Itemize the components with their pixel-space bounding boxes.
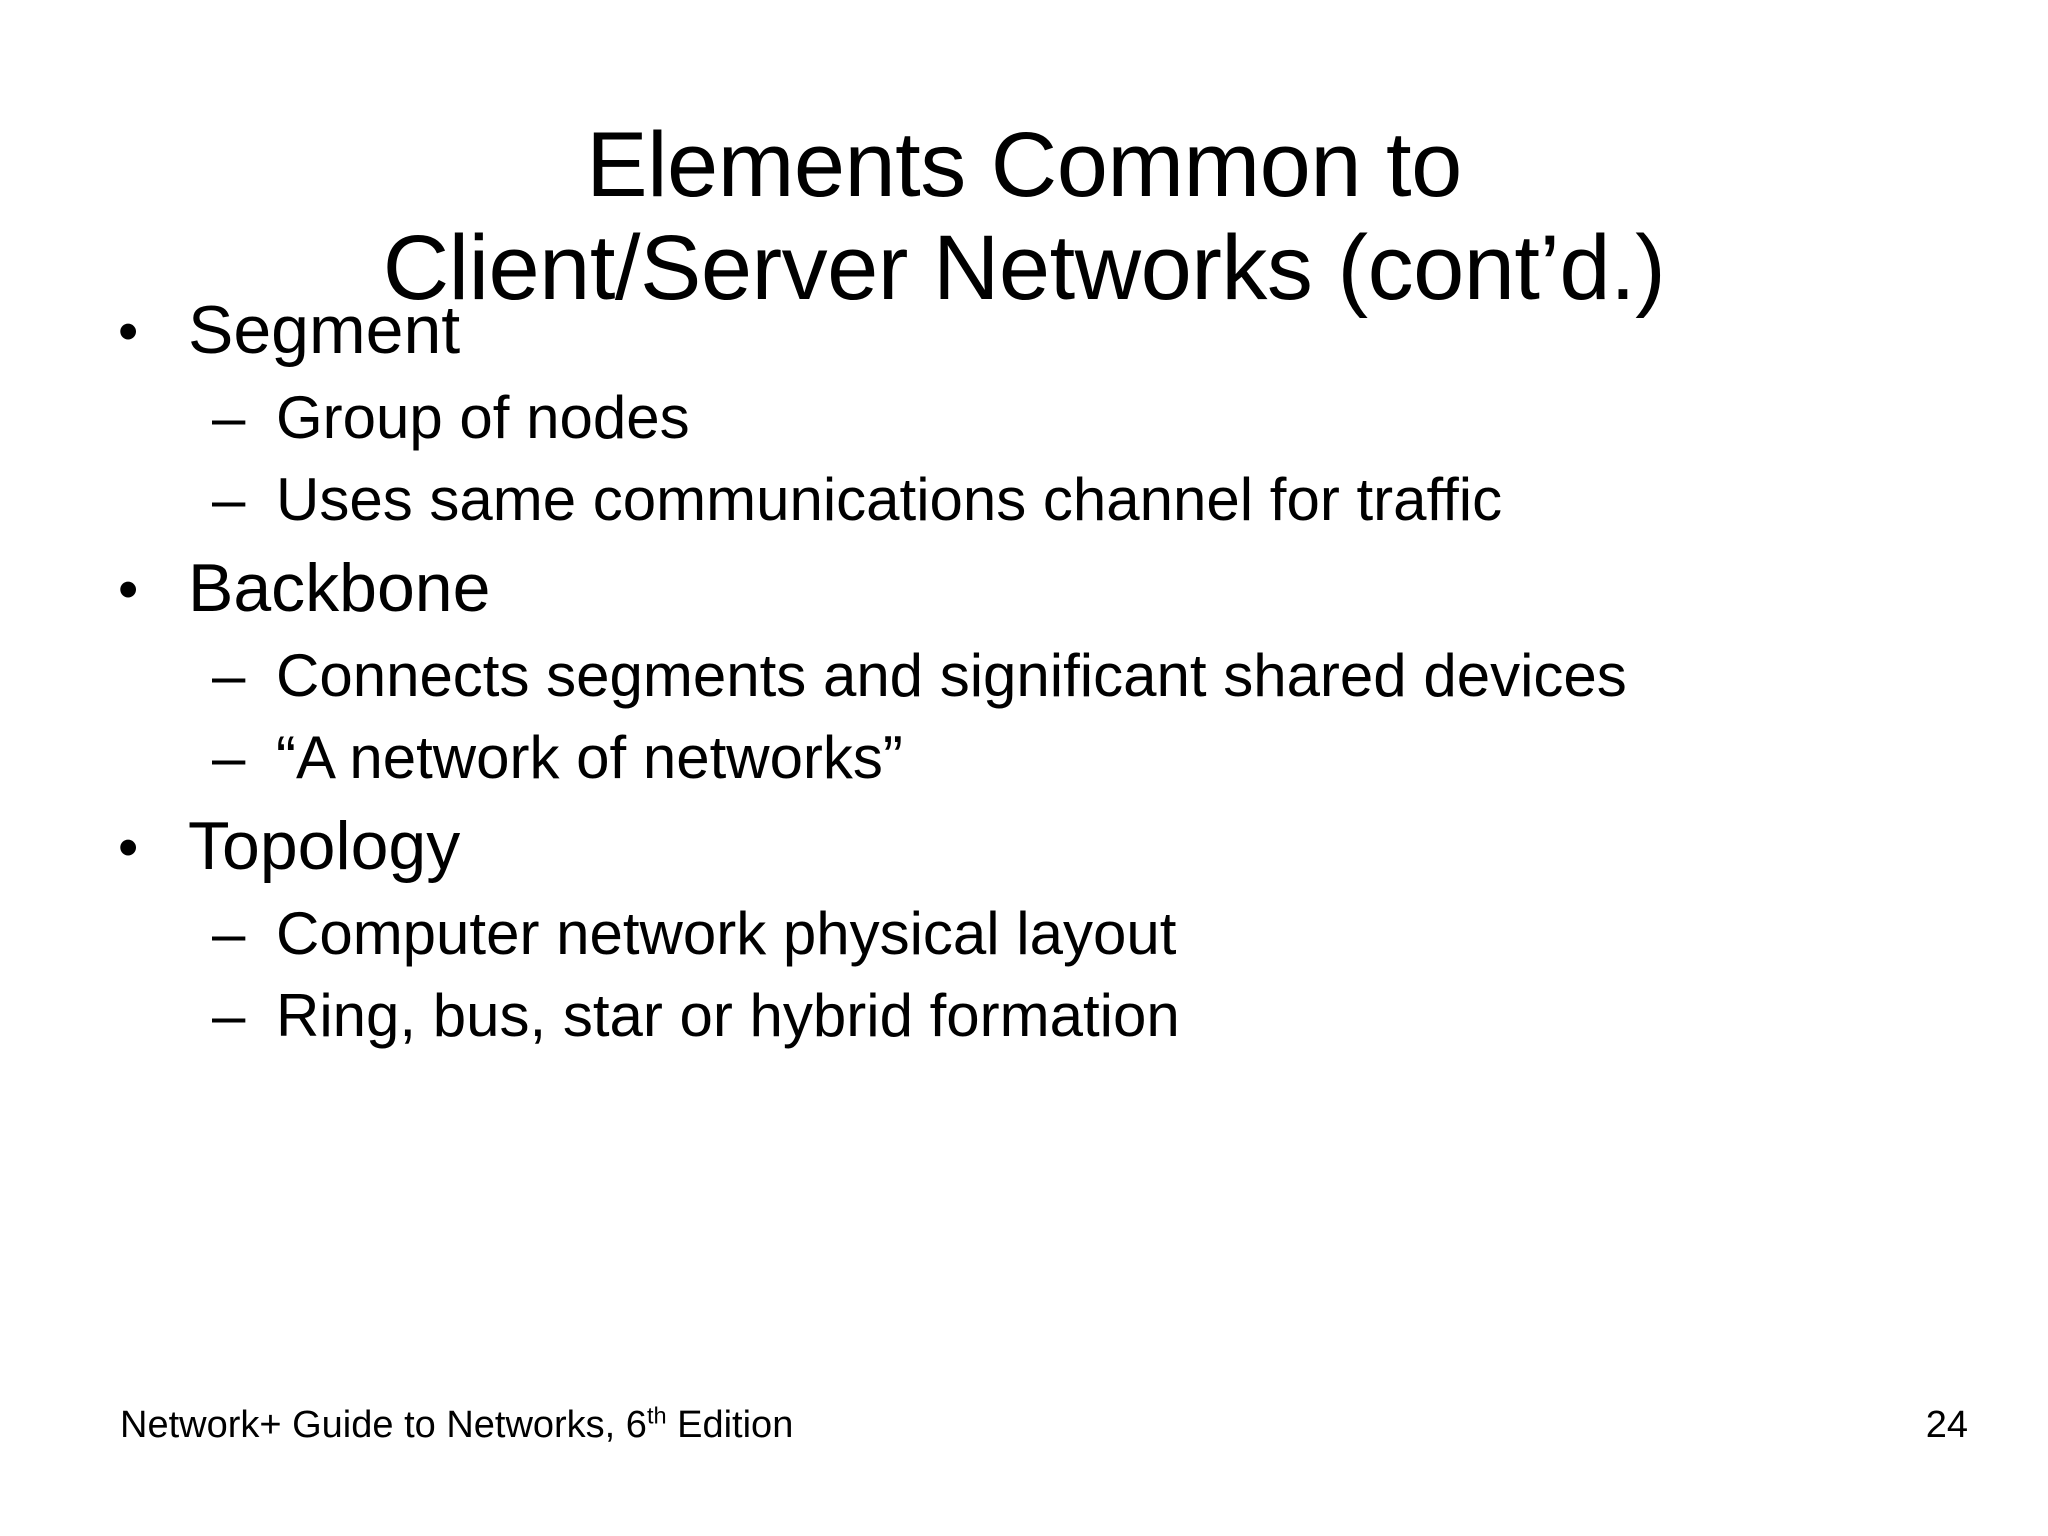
- bullet-item-ring-bus-star-hybrid: – Ring, bus, star or hybrid formation: [118, 974, 1948, 1056]
- bullet-text-uses-same-communications-channel: Uses same communications channel for tra…: [276, 466, 1503, 533]
- bullet-text-network-of-networks: “A network of networks”: [276, 724, 903, 791]
- bullet-dash-icon: –: [212, 466, 246, 533]
- bullet-item-connects-segments: – Connects segments and significant shar…: [118, 634, 1948, 716]
- footer-source-prefix: Network+ Guide to Networks, 6: [120, 1404, 647, 1446]
- bullet-dot-icon: •: [118, 557, 139, 622]
- footer-source-suffix: Edition: [666, 1404, 794, 1446]
- bullet-dash-icon: –: [212, 642, 246, 709]
- bullet-item-backbone: • Backbone: [118, 540, 1948, 634]
- bullet-text-topology: Topology: [188, 808, 461, 884]
- slide-title: Elements Common to Client/Server Network…: [120, 114, 1928, 320]
- bullet-item-uses-same-communications-channel: – Uses same communications channel for t…: [118, 458, 1948, 540]
- slide-title-line-1: Elements Common to: [586, 113, 1462, 216]
- bullet-dash-icon: –: [212, 900, 246, 967]
- bullet-dot-icon: •: [118, 815, 139, 880]
- bullet-item-segment: • Segment: [118, 282, 1948, 376]
- bullet-dash-icon: –: [212, 724, 246, 791]
- bullet-text-backbone: Backbone: [188, 550, 491, 626]
- bullet-text-computer-network-physical-layout: Computer network physical layout: [276, 900, 1177, 967]
- bullet-item-network-of-networks: – “A network of networks”: [118, 716, 1948, 798]
- slide-page-number: 24: [1925, 1404, 1968, 1446]
- bullet-dash-icon: –: [212, 982, 246, 1049]
- bullet-text-group-of-nodes: Group of nodes: [276, 384, 690, 451]
- slide-footer: Network+ Guide to Networks, 6th Edition …: [120, 1404, 1970, 1446]
- bullet-dot-icon: •: [118, 299, 139, 364]
- bullet-text-segment: Segment: [188, 292, 461, 368]
- bullet-dash-icon: –: [212, 384, 246, 451]
- bullet-text-connects-segments: Connects segments and significant shared…: [276, 642, 1627, 709]
- bullet-item-computer-network-physical-layout: – Computer network physical layout: [118, 892, 1948, 974]
- bullet-item-topology: • Topology: [118, 798, 1948, 892]
- slide-title-line-2: Client/Server Networks (cont’d.): [382, 216, 1666, 319]
- bullet-text-ring-bus-star-hybrid: Ring, bus, star or hybrid formation: [276, 982, 1180, 1049]
- footer-source-text: Network+ Guide to Networks, 6th Edition: [120, 1404, 794, 1446]
- footer-ordinal-suffix: th: [646, 1402, 667, 1429]
- slide-body-bullet-list: • Segment – Group of nodes – Uses same c…: [118, 282, 1948, 1056]
- bullet-item-group-of-nodes: – Group of nodes: [118, 376, 1948, 458]
